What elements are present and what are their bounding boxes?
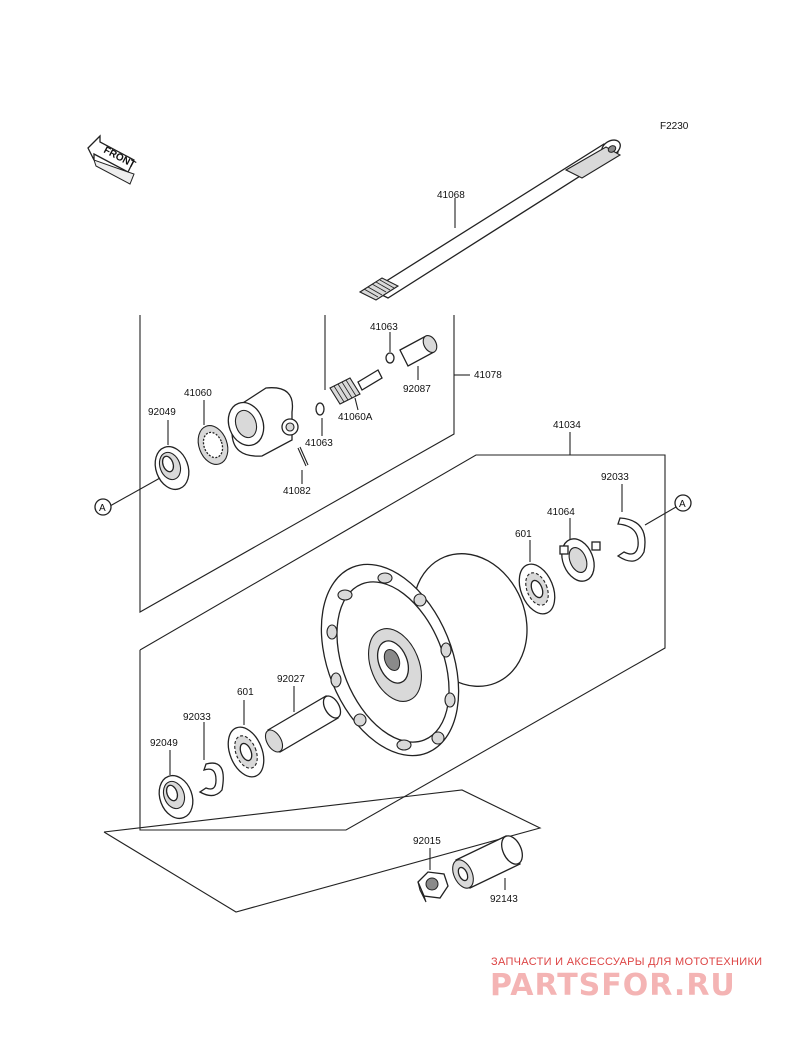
axle bbox=[358, 139, 622, 301]
label-92049-upper: 92049 bbox=[148, 407, 176, 418]
diagram-code: F2230 bbox=[660, 121, 689, 132]
label-41064: 41064 bbox=[547, 507, 575, 518]
bearing-left bbox=[227, 726, 265, 778]
label-41034: 41034 bbox=[553, 420, 581, 431]
label-92143: 92143 bbox=[490, 894, 518, 905]
label-41082: 41082 bbox=[283, 486, 311, 497]
spacer-tube bbox=[264, 695, 342, 753]
watermark-tagline: ЗАПЧАСТИ И АКСЕССУАРЫ ДЛЯ МОТОТЕХНИКИ bbox=[491, 956, 762, 968]
label-92033-right: 92033 bbox=[601, 472, 629, 483]
label-92027: 92027 bbox=[277, 674, 305, 685]
label-92033-left: 92033 bbox=[183, 712, 211, 723]
label-601-left: 601 bbox=[237, 687, 254, 698]
pinion-gear bbox=[329, 369, 383, 405]
ref-marker-right bbox=[674, 494, 692, 512]
gear-housing bbox=[227, 387, 299, 457]
axle-nut bbox=[417, 871, 449, 903]
bushing bbox=[399, 335, 438, 367]
washer-upper bbox=[385, 352, 395, 364]
label-41063-upper: 41063 bbox=[370, 322, 398, 333]
washer-lower bbox=[315, 402, 325, 416]
collar bbox=[452, 835, 523, 889]
bearing-right bbox=[518, 563, 556, 615]
circlip-right bbox=[616, 517, 646, 562]
label-92049-lower: 92049 bbox=[150, 738, 178, 749]
gear-ring bbox=[197, 425, 229, 465]
circlip-left bbox=[198, 762, 224, 797]
label-41068: 41068 bbox=[437, 190, 465, 201]
label-41060: 41060 bbox=[184, 388, 212, 399]
group-lower-outline bbox=[103, 789, 542, 913]
wheel-hub bbox=[320, 553, 528, 757]
ref-a-right: A bbox=[679, 499, 686, 510]
label-92087: 92087 bbox=[403, 384, 431, 395]
axle-threads bbox=[358, 277, 400, 301]
oil-seal-lower bbox=[158, 774, 194, 820]
group-41034-outline bbox=[139, 454, 666, 831]
ref-a-left: A bbox=[99, 503, 106, 514]
label-41060A: 41060A bbox=[338, 412, 373, 423]
label-92015: 92015 bbox=[413, 836, 441, 847]
oil-seal-upper bbox=[154, 445, 190, 491]
ref-marker-left bbox=[94, 498, 112, 516]
cotter-pin bbox=[297, 446, 309, 467]
label-601-right: 601 bbox=[515, 529, 532, 540]
front-arrow-icon: FRONT bbox=[87, 134, 137, 185]
label-41063-lower: 41063 bbox=[305, 438, 333, 449]
watermark-logo: PARTSFOR.RU bbox=[490, 968, 736, 1003]
drive-gear bbox=[559, 538, 601, 582]
label-41078: 41078 bbox=[474, 370, 502, 381]
